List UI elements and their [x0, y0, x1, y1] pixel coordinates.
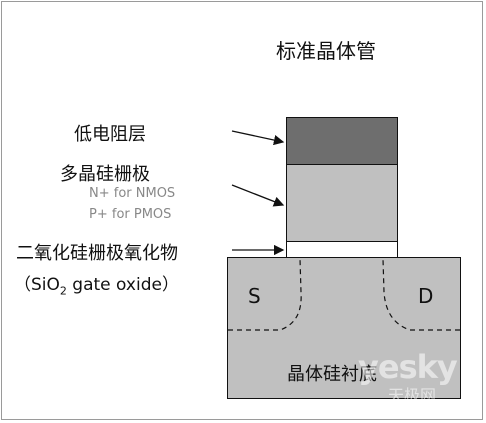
formula-open-paren: （ [14, 275, 31, 295]
drain-label: D [418, 284, 434, 308]
drain-junction-line [382, 258, 460, 331]
silicide-label: 低电阻层 [74, 124, 146, 145]
formula-sio: SiO [31, 275, 60, 295]
oxide-formula: （SiO2 gate oxide） [14, 270, 179, 297]
diagram-title: 标准晶体管 [276, 39, 376, 63]
formula-close-paren: ） [161, 275, 179, 295]
watermark-subtext: 天极网 [388, 386, 437, 405]
arrow-to-poly-gate [231, 184, 285, 207]
nmos-note: N+ for NMOS [89, 186, 176, 201]
oxide-label: 二氧化硅栅极氧化物 [16, 243, 178, 264]
silicon-substrate [227, 257, 461, 399]
formula-gate-oxide: gate oxide [66, 275, 162, 295]
poly-gate-label: 多晶硅栅极 [60, 164, 150, 185]
arrow-to-silicide [231, 130, 285, 146]
source-junction-line [228, 258, 302, 331]
watermark-logo: yesky [358, 348, 458, 386]
silicide-layer [286, 117, 398, 165]
formula-subscript: 2 [59, 284, 67, 298]
pmos-note: P+ for PMOS [89, 207, 172, 222]
substrate-label: 晶体硅衬底 [287, 364, 377, 385]
source-label: S [248, 284, 261, 308]
